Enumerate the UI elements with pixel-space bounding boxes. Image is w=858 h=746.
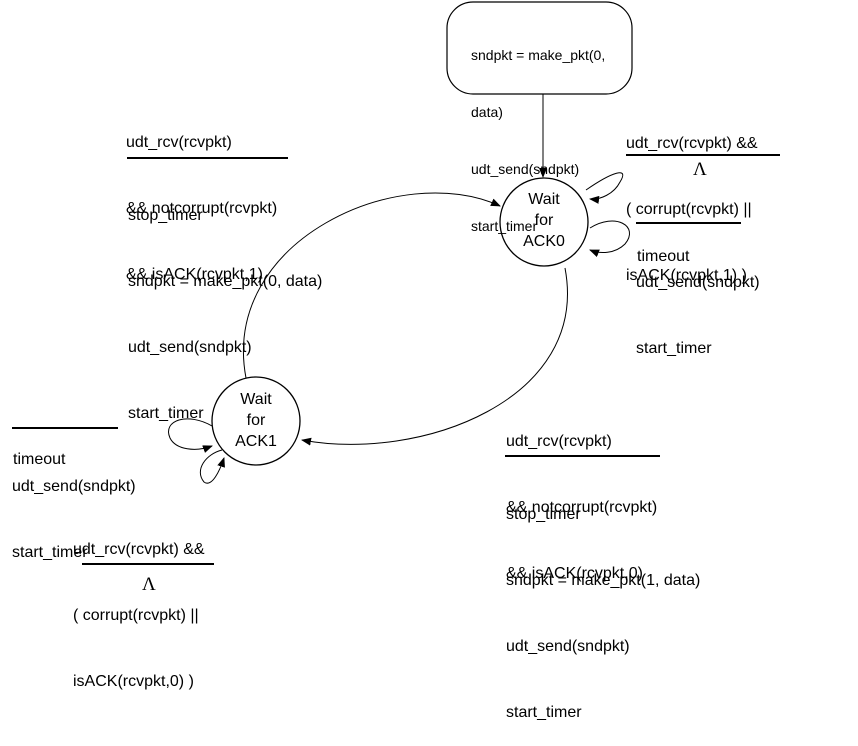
label-ack0-timeout-event: timeout [637, 202, 689, 290]
label-ack1-to-ack0-action: stop_timer sndpkt = make_pkt(0, data) ud… [128, 161, 322, 447]
event-line: ( corrupt(rcvpkt) || [73, 607, 199, 624]
event-line: udt_rcv(rcvpkt) [506, 433, 612, 450]
event-line: && notcorrupt(rcvpkt) [506, 499, 658, 516]
lambda-action-ack0: Λ [693, 159, 707, 180]
event-line: timeout [13, 451, 66, 468]
state-label-line: ACK1 [235, 433, 277, 450]
initial-line: sndpkt = make_pkt(0, [471, 47, 606, 63]
state-label-ack0: Wait for ACK0 [510, 189, 578, 252]
action-line: udt_send(sndpkt) [506, 638, 630, 655]
event-line: isACK(rcvpkt,1) ) [626, 267, 747, 284]
initial-action-box [446, 1, 633, 95]
initial-line: data) [471, 104, 503, 120]
initial-line: start_timer [471, 218, 538, 234]
action-line: start_timer [128, 405, 204, 422]
action-line: sndpkt = make_pkt(1, data) [506, 572, 701, 589]
label-ack1-timeout-action: udt_send(sndpkt) start_timer [12, 432, 136, 586]
label-ack0-timeout-action: udt_send(sndpkt) start_timer [636, 228, 760, 382]
state-wait-ack1 [211, 376, 301, 466]
self-loop-ack0-timeout [589, 220, 631, 258]
event-line: udt_rcv(rcvpkt) [126, 134, 232, 151]
action-line: start_timer [12, 544, 88, 561]
state-label-line: for [534, 212, 554, 229]
initial-line: udt_send(sndpkt) [471, 161, 580, 177]
action-line: udt_send(sndpkt) [128, 339, 252, 356]
action-line: start_timer [506, 704, 582, 721]
label-ack1-timeout-event: timeout [13, 405, 65, 493]
self-loop-ack1-timeout [168, 418, 213, 453]
lambda-action-ack1: Λ [142, 574, 156, 595]
event-line: udt_rcv(rcvpkt) && [626, 135, 758, 152]
fsm-diagram [12, 1, 780, 565]
action-line: sndpkt = make_pkt(0, data) [128, 273, 323, 290]
label-ack0-rcv-event: udt_rcv(rcvpkt) && ( corrupt(rcvpkt) || … [626, 89, 758, 309]
state-wait-ack0 [499, 177, 589, 267]
self-loop-ack0-rcv [585, 172, 624, 204]
action-line: udt_send(sndpkt) [636, 274, 760, 291]
action-line: udt_send(sndpkt) [12, 478, 136, 495]
label-ack0-to-ack1-action: stop_timer sndpkt = make_pkt(1, data) ud… [506, 460, 700, 746]
label-ack1-rcv-event: udt_rcv(rcvpkt) && ( corrupt(rcvpkt) || … [73, 495, 205, 715]
label-ack0-to-ack1-event: udt_rcv(rcvpkt) && notcorrupt(rcvpkt) &&… [506, 387, 657, 607]
action-line: stop_timer [506, 506, 581, 523]
self-loop-ack1-rcv [199, 449, 225, 484]
transition-ack1-to-ack0 [243, 192, 501, 379]
event-line: ( corrupt(rcvpkt) || [626, 201, 752, 218]
event-line: isACK(rcvpkt,0) ) [73, 673, 194, 690]
state-label-ack1: Wait for ACK1 [222, 389, 290, 452]
action-line: start_timer [636, 340, 712, 357]
transition-ack0-to-ack1 [301, 267, 568, 446]
label-ack1-to-ack0-event: udt_rcv(rcvpkt) && notcorrupt(rcvpkt) &&… [126, 88, 277, 308]
event-line: && notcorrupt(rcvpkt) [126, 200, 278, 217]
action-line: stop_timer [128, 207, 203, 224]
state-label-line: Wait [240, 391, 272, 408]
event-line: timeout [637, 248, 690, 265]
event-line: && isACK(rcvpkt,1) [126, 266, 263, 283]
state-label-line: ACK0 [523, 233, 565, 250]
event-line: && isACK(rcvpkt,0) [506, 565, 643, 582]
event-line: udt_rcv(rcvpkt) && [73, 541, 205, 558]
initial-action-text: sndpkt = make_pkt(0, data) udt_send(sndp… [471, 8, 605, 255]
state-label-line: for [246, 412, 266, 429]
state-label-line: Wait [528, 191, 560, 208]
